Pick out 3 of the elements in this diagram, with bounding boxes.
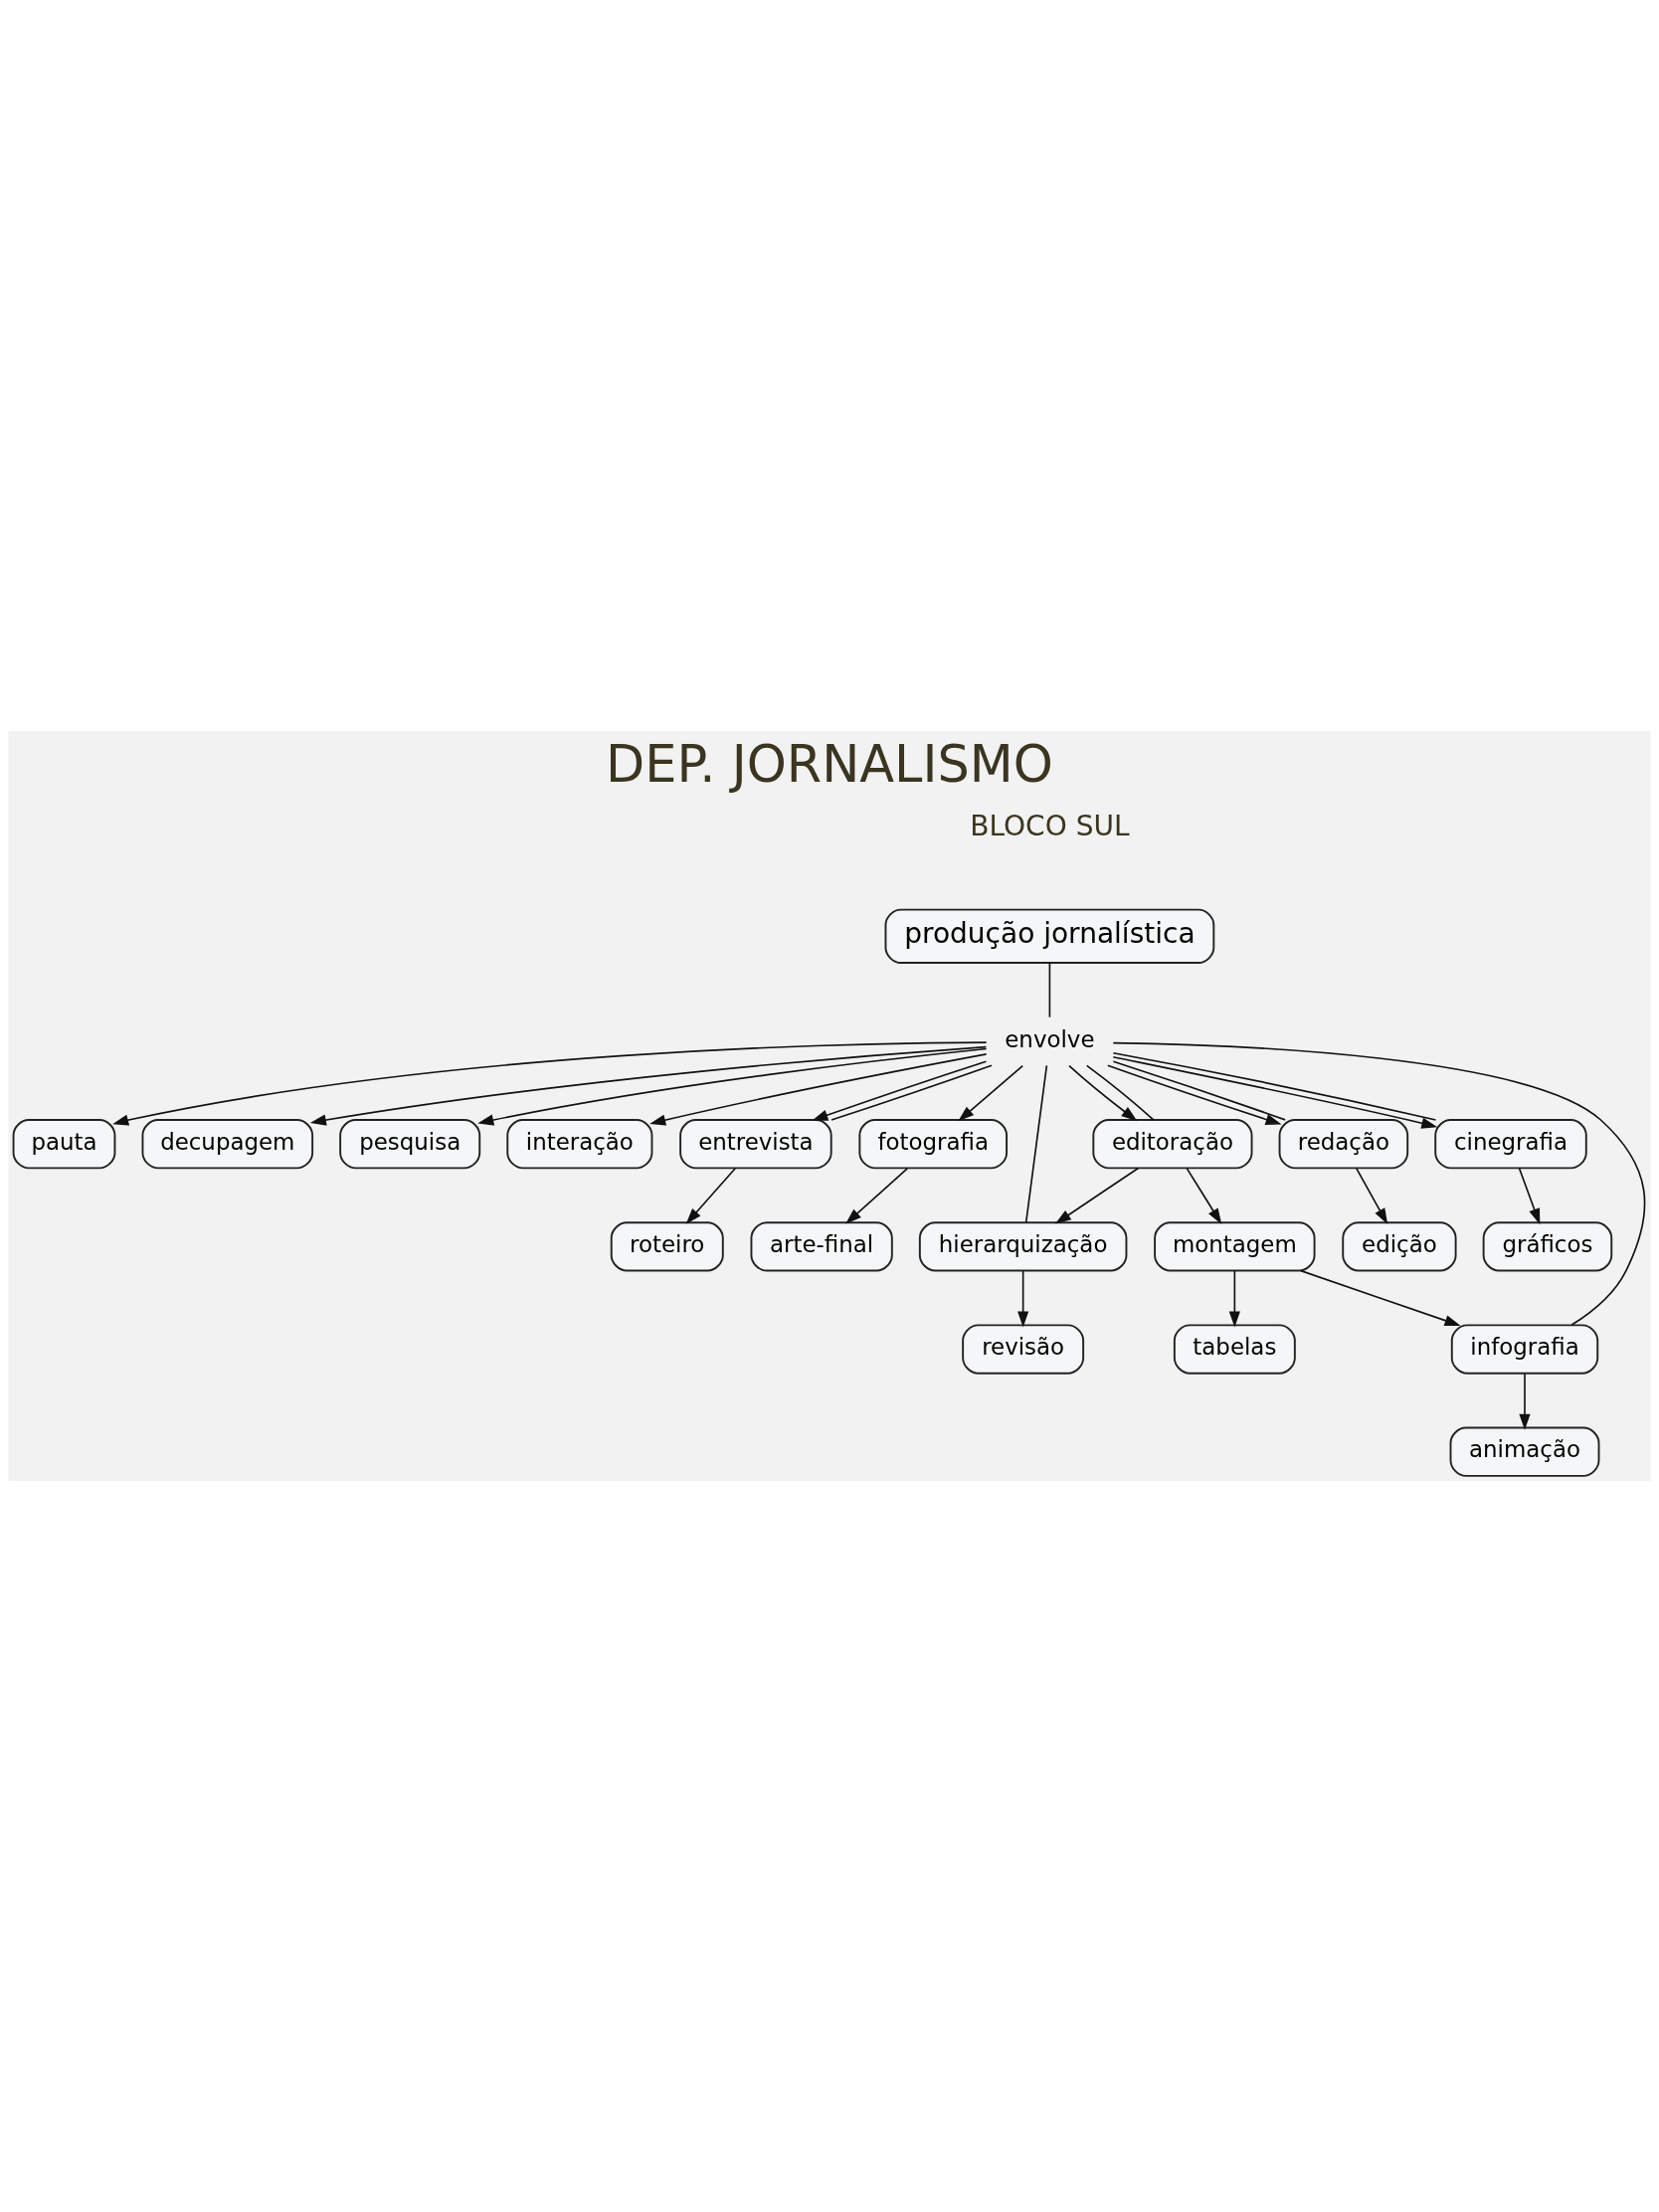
label: BLOCO SUL	[970, 810, 1130, 843]
diagram-title: DEP. JORNALISMO	[606, 734, 1053, 794]
node-text: envolve	[1005, 1025, 1095, 1052]
